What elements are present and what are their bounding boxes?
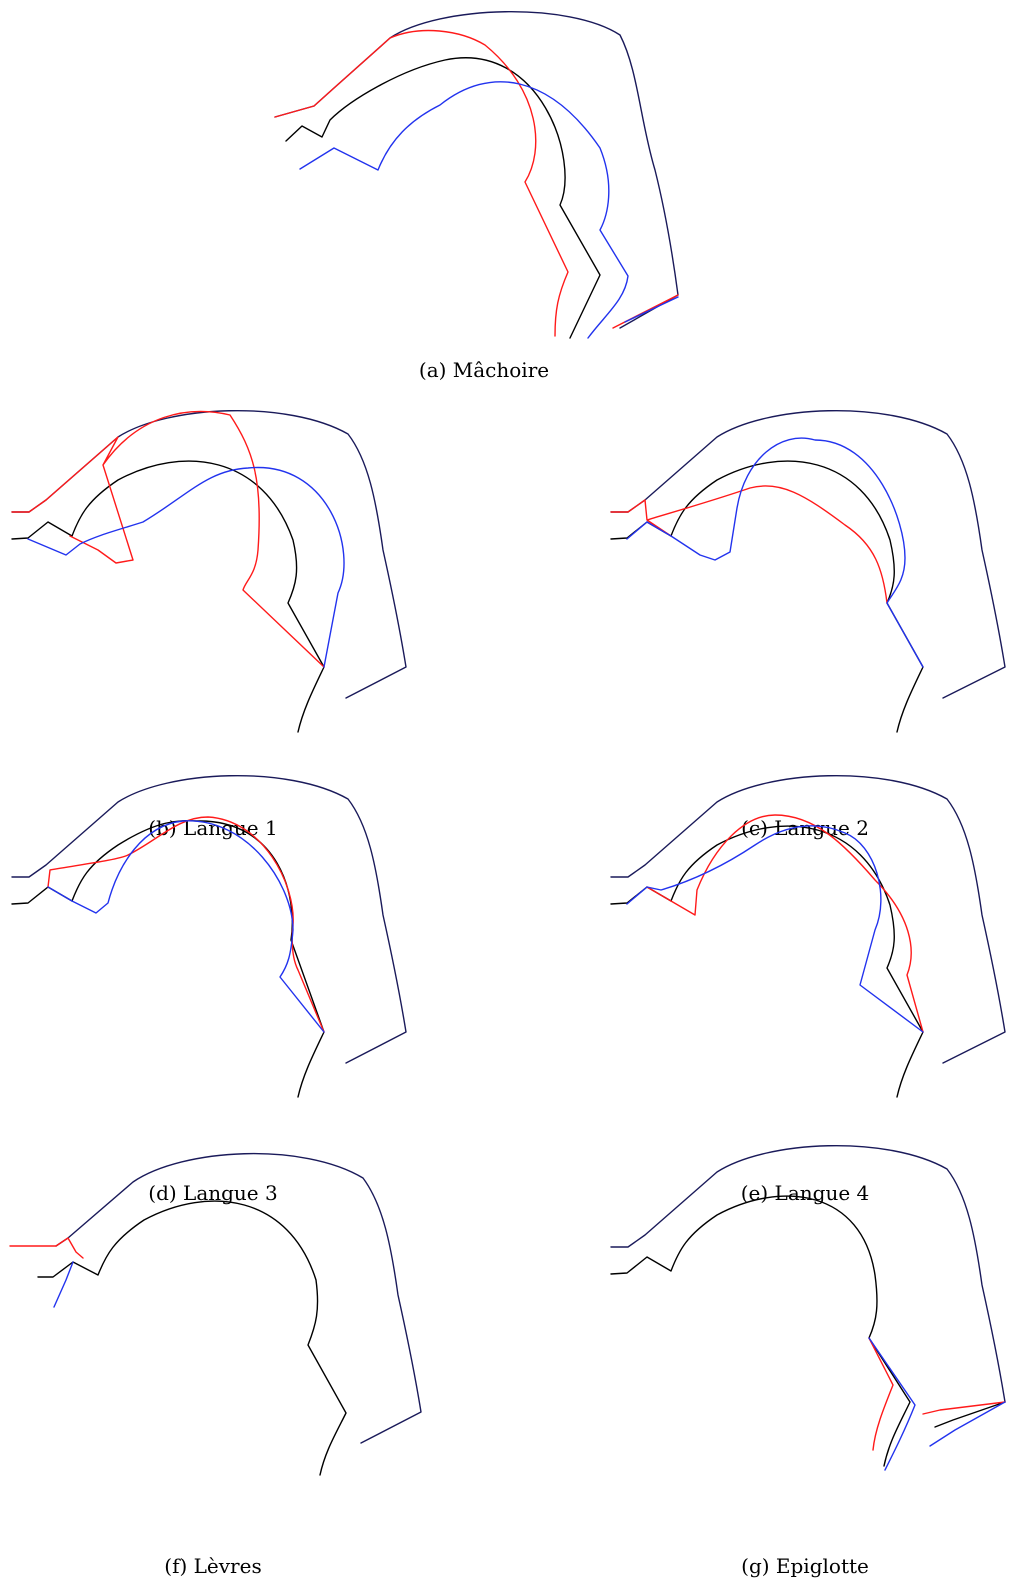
lip-upper-red: [9, 1237, 84, 1259]
panel-langue-2: (c) Langue 2: [605, 400, 1011, 840]
vocal-tract-diagram-langue-2: [610, 410, 1006, 733]
larynx-red: [922, 1401, 1006, 1415]
lip-lower-blue: [53, 1261, 74, 1308]
vocal-tract-diagram-langue-3: [11, 775, 407, 1098]
jaw-blue-segment: [624, 296, 679, 323]
tongue-contour-neutral: [11, 820, 325, 1098]
panel-levres: (f) Lèvres: [8, 1130, 422, 1578]
larynx-black: [934, 1401, 1006, 1428]
tongue-contour-neutral: [285, 57, 601, 339]
jaw-red-segment: [612, 294, 679, 329]
tongue-contour-blue: [626, 825, 924, 1033]
panel-epiglotte: (g) Epiglotte: [605, 1130, 1011, 1578]
panel-machoire: (a) Mâchoire: [270, 10, 690, 382]
caption-langue-1: (b) Langue 1: [148, 816, 278, 840]
vocal-tract-diagram-langue-1: [11, 410, 407, 733]
tongue-contour-neutral: [37, 1200, 347, 1476]
tongue-contour-blue: [47, 820, 325, 1033]
epiglottis-red: [868, 1337, 894, 1451]
palate-outline: [610, 1145, 1006, 1403]
vocal-tract-diagram-epiglotte: [610, 1145, 1006, 1471]
caption-machoire: (a) Mâchoire: [418, 358, 550, 382]
caption-langue-4: (e) Langue 4: [740, 1181, 870, 1205]
panel-langue-3: (d) Langue 3: [8, 765, 418, 1205]
panel-langue-1: (b) Langue 1: [8, 400, 418, 840]
tongue-contour-blue: [626, 437, 924, 668]
tongue-contour-red: [646, 814, 924, 1033]
vocal-tract-diagram-langue-4: [610, 775, 1006, 1098]
panel-langue-4: (e) Langue 4: [605, 765, 1011, 1205]
tongue-contour-neutral: [11, 460, 325, 733]
palate-outline: [11, 410, 407, 699]
tongue-contour-blue: [299, 81, 629, 339]
vocal-tract-diagram-levres: [9, 1152, 422, 1476]
caption-levres: (f) Lèvres: [164, 1554, 262, 1578]
tongue-contour-red: [274, 29, 569, 337]
palate-outline: [55, 1152, 422, 1444]
caption-epiglotte: (g) Epiglotte: [741, 1554, 869, 1578]
palate-outline: [11, 775, 407, 1064]
tongue-contour-neutral: [610, 460, 924, 733]
tongue-contour-neutral: [610, 1195, 911, 1467]
palate-outline: [274, 11, 679, 329]
tongue-contour-red: [610, 485, 888, 604]
tongue-contour-neutral: [610, 825, 924, 1098]
vocal-tract-diagram-machoire: [274, 11, 679, 339]
tongue-contour-blue: [27, 466, 345, 668]
tongue-contour-red: [47, 816, 325, 1033]
palate-outline: [610, 410, 1006, 699]
epiglottis-blue: [868, 1337, 916, 1471]
larynx-blue: [929, 1401, 1006, 1447]
tongue-contour-red: [11, 410, 325, 668]
palate-outline: [610, 775, 1006, 1064]
